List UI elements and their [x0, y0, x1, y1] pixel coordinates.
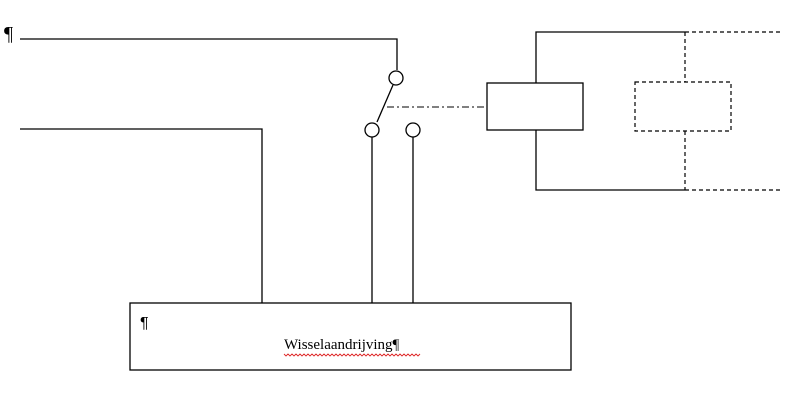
wisselaandrijving-box [129, 302, 572, 371]
upper-feed-wire [20, 38, 398, 70]
wisselaandrijving-label: Wisselaandrijving¶ [284, 337, 400, 353]
relay-top-wire [535, 31, 685, 83]
relay-bottom-wire [535, 130, 685, 191]
switch-common-contact [388, 70, 404, 86]
lower-feed-wire [20, 128, 263, 303]
switch-contact-right [405, 122, 421, 138]
dashed-relay-box [634, 81, 732, 132]
switch-blade [376, 84, 394, 123]
relay-coil [486, 82, 584, 131]
spellcheck-underline [283, 353, 421, 357]
switch-contact-left [364, 122, 380, 138]
box-pilcrow: ¶ [140, 315, 149, 332]
corner-pilcrow: ¶ [4, 23, 13, 45]
